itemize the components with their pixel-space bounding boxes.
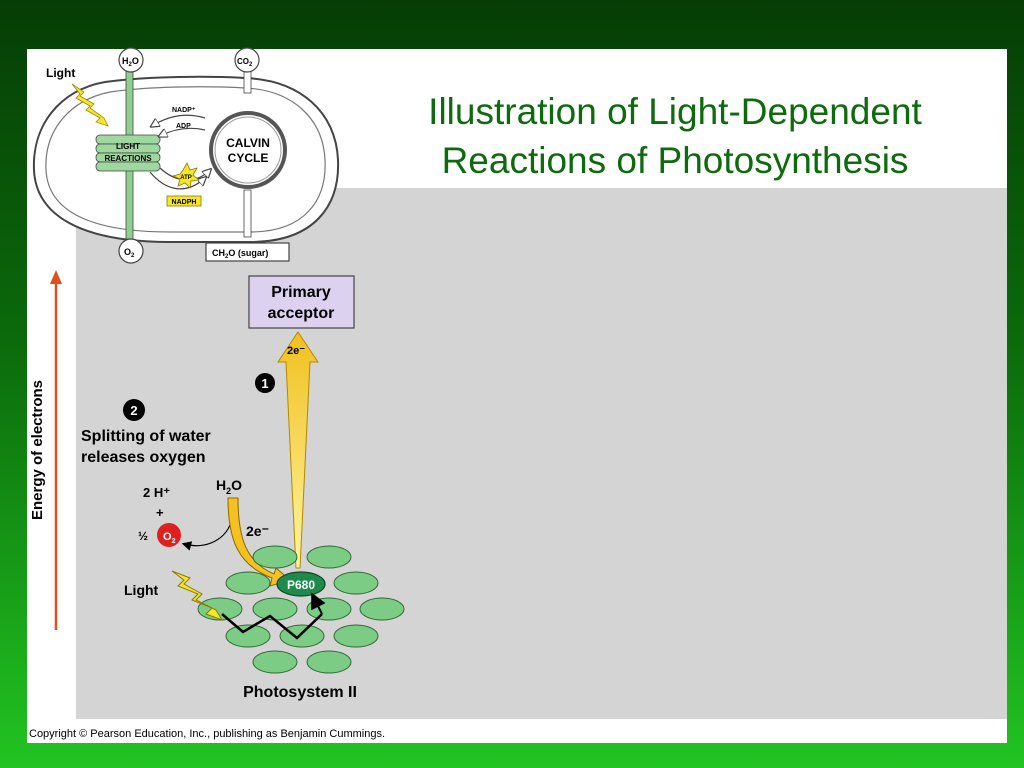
calvin-label-2: CYCLE — [228, 151, 269, 165]
light-reactions-label-1: LIGHT — [116, 142, 140, 151]
energy-transfer-zigzag — [221, 613, 323, 640]
h2o-label: H — [122, 56, 129, 66]
svg-text:O2: O2 — [163, 531, 176, 545]
svg-text:CO2: CO2 — [237, 57, 253, 68]
title-line-2: Reactions of Photosynthesis — [441, 140, 909, 181]
photosystem-complex — [197, 545, 405, 674]
light-reactions-label-2: REACTIONS — [104, 154, 152, 163]
o2-output-circle — [118, 238, 144, 264]
sugar-output-label: CH — [212, 248, 225, 258]
electron-excitation-arrow — [277, 331, 319, 569]
adp-label: ADP — [176, 123, 191, 130]
svg-text:O2: O2 — [124, 247, 135, 259]
step-2-text-line-2: releases oxygen — [81, 449, 206, 466]
chloroplast-overview: H2O CO2 Light LIGHT REACTIONS CALVIN CYC… — [32, 47, 340, 264]
atp-starburst — [171, 162, 200, 189]
primary-acceptor-line-1: Primary — [271, 284, 331, 301]
overview-light-label: Light — [46, 66, 75, 80]
step-1-marker — [255, 373, 275, 393]
h2o-input-circle — [118, 47, 144, 73]
co2-input-circle — [234, 47, 260, 73]
svg-text:H2O: H2O — [216, 477, 242, 496]
half-label: ½ — [138, 529, 148, 543]
light-label-ps: Light — [124, 582, 159, 598]
atp-label: ATP — [180, 175, 192, 181]
svg-text:2e⁻: 2e⁻ — [246, 523, 269, 539]
step-2-text-line-1: Splitting of water — [81, 428, 211, 445]
nadph-label: NADPH — [172, 199, 197, 206]
mid-2e-label: 2e⁻ — [246, 523, 269, 539]
light-reactions-stack: LIGHT REACTIONS — [95, 134, 161, 172]
plus-label: + — [156, 505, 164, 520]
primary-acceptor-box — [248, 275, 355, 329]
o2-output-label: O — [124, 247, 131, 257]
calvin-label-1: CALVIN — [226, 136, 270, 150]
svg-text:CH2O (sugar): CH2O (sugar) — [212, 248, 268, 260]
overview-light-bolt — [71, 83, 109, 127]
step-1-number: 1 — [261, 376, 268, 391]
h2o-label-ps: H — [216, 477, 226, 493]
copyright-notice: Copyright © Pearson Education, Inc., pub… — [29, 728, 386, 740]
o2-label: O — [163, 531, 172, 543]
step-2-number: 2 — [130, 403, 137, 418]
svg-text:H2O: H2O — [122, 56, 139, 68]
two-h-label: 2 H⁺ — [143, 485, 170, 500]
top-2e-label: 2e⁻ — [287, 345, 305, 357]
photosystem-label: Photosystem II — [243, 684, 357, 701]
primary-acceptor-line-2: acceptor — [268, 305, 335, 322]
slide-title: Illustration of Light-Dependent Reaction… — [380, 87, 970, 185]
light-bolt-ps — [171, 570, 224, 621]
sugar-output-box — [205, 242, 290, 262]
photosystem-detail: Energy of electrons Primary acceptor 2e⁻… — [29, 270, 405, 701]
co2-label: CO — [237, 57, 249, 66]
svg-text:2e⁻: 2e⁻ — [287, 345, 305, 357]
nadp-label: NADP⁺ — [172, 107, 196, 114]
p680-label: P680 — [287, 578, 315, 592]
energy-axis-label: Energy of electrons — [29, 380, 46, 520]
nadph-box — [166, 195, 202, 207]
p680-reaction-center — [276, 571, 326, 597]
o2-circle — [157, 523, 181, 547]
water-electron-arrow — [227, 497, 292, 587]
step-2-marker — [123, 399, 145, 421]
title-line-1: Illustration of Light-Dependent — [428, 91, 922, 132]
